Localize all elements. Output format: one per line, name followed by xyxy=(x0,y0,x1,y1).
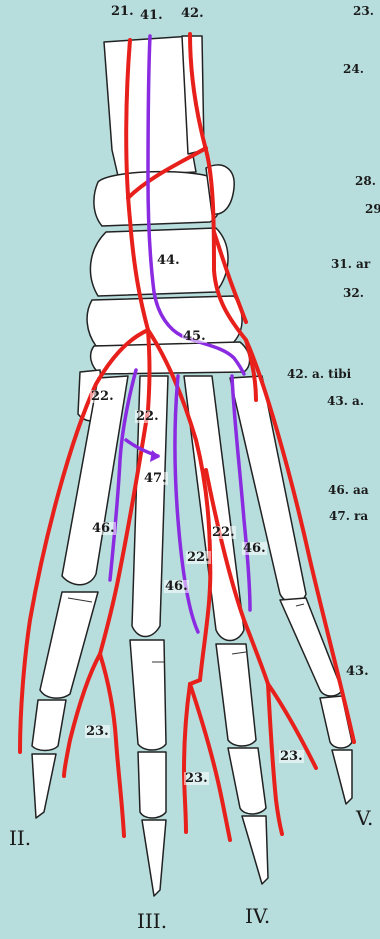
label-21: 21. xyxy=(111,5,134,18)
label-47: 47. xyxy=(143,472,168,485)
label-22-lateral: 22. xyxy=(211,526,236,539)
label-45: 45. xyxy=(182,330,207,343)
digit-iv: IV. xyxy=(245,906,270,926)
talus-bone xyxy=(94,172,222,226)
label-46-left: 46. xyxy=(91,522,116,535)
legend-23: 23. xyxy=(353,5,374,17)
label-41: 41. xyxy=(140,9,163,22)
legend-42: 42. a. tibi xyxy=(287,368,351,380)
label-22-central: 22. xyxy=(135,410,160,423)
digit-iii: III. xyxy=(137,911,167,931)
label-23-iii: 23. xyxy=(184,772,209,785)
legend-46: 46. aa xyxy=(328,484,369,496)
label-46-middle: 46. xyxy=(164,580,189,593)
digit-ii: II. xyxy=(9,828,31,848)
legend-31: 31. ar xyxy=(331,258,370,270)
label-23-iv: 23. xyxy=(279,750,304,763)
label-46-right: 46. xyxy=(242,542,267,555)
legend-29: 29 xyxy=(365,203,380,215)
phalanx-iii-middle xyxy=(138,752,166,818)
legend-32: 32. xyxy=(343,287,364,299)
legend-43: 43. a. xyxy=(327,395,364,407)
legend-47: 47. ra xyxy=(329,510,368,522)
label-22-medial: 22. xyxy=(90,390,115,403)
label-44: 44. xyxy=(156,254,181,267)
legend-28: 28. xyxy=(355,175,376,187)
digit-v: V. xyxy=(356,808,373,828)
label-43: 43. xyxy=(346,665,369,678)
label-42: 42. xyxy=(181,7,204,20)
label-22-iv: 22. xyxy=(186,551,211,564)
legend-24: 24. xyxy=(343,63,364,75)
label-23-ii: 23. xyxy=(85,725,110,738)
